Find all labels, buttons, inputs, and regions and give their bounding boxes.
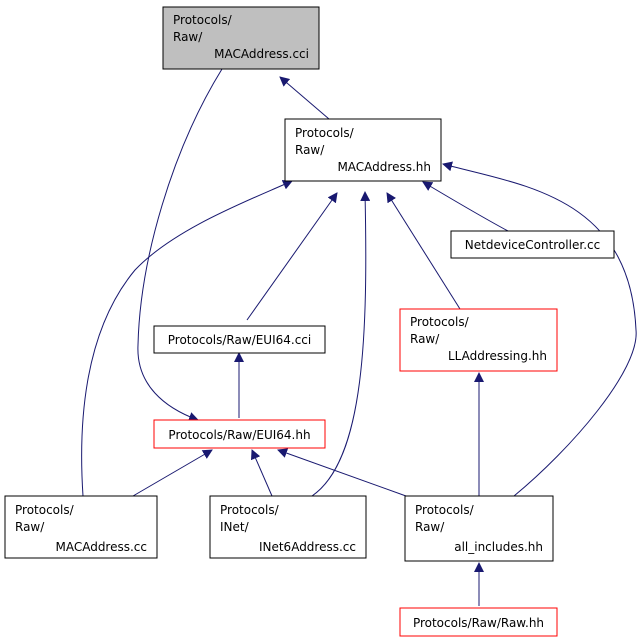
edge-lladdr-to-mac-hh [386, 192, 461, 310]
node-label-line: Protocols/Raw/EUI64.hh [168, 428, 310, 442]
edges [81, 68, 637, 606]
node-label-line: MACAddress.cc [55, 540, 147, 554]
node-inet6-address[interactable]: Protocols/ INet/ INet6Address.cc [209, 495, 367, 559]
node-label-line: LLAddressing.hh [448, 349, 547, 363]
node-label-line: all_includes.hh [454, 540, 543, 554]
node-mac-hh[interactable]: Protocols/ Raw/ MACAddress.hh [284, 118, 442, 182]
node-netdevice-controller[interactable]: NetdeviceController.cc [450, 230, 615, 259]
edge-all-includes-to-mac-hh [442, 161, 637, 497]
edge-mac-cc-to-mac-hh [81, 180, 293, 497]
edge-mac-hh-to-mac-cci [279, 76, 330, 120]
node-box [399, 308, 558, 372]
node-box [404, 495, 554, 562]
node-label-line: Protocols/ [410, 315, 470, 329]
node-eui64-cci[interactable]: Protocols/Raw/EUI64.cci [153, 325, 326, 354]
node-box [4, 495, 158, 559]
edge-eui64-cci-to-mac-hh [246, 192, 338, 321]
node-eui64-hh[interactable]: Protocols/Raw/EUI64.hh [153, 419, 326, 449]
node-box [450, 230, 615, 259]
node-label-line: INet6Address.cc [259, 540, 356, 554]
edge-inet6-to-mac-hh [311, 191, 371, 497]
node-label-line: Raw/ [173, 30, 203, 44]
node-box [284, 118, 442, 182]
node-ll-addressing[interactable]: Protocols/ Raw/ LLAddressing.hh [399, 308, 558, 372]
edge-eui64-hh-to-mac-cci [137, 68, 223, 422]
node-raw-hh[interactable]: Protocols/Raw/Raw.hh [399, 607, 558, 637]
node-label-line: Protocols/ [15, 503, 75, 517]
node-box [162, 6, 320, 70]
node-mac-cci[interactable]: Protocols/ Raw/ MACAddress.cci [162, 6, 320, 70]
node-label-line: Raw/ [15, 520, 45, 534]
node-label-line: Raw/ [415, 520, 445, 534]
edge-netdevice-to-mac-hh [422, 181, 509, 232]
node-all-includes[interactable]: Protocols/ Raw/ all_includes.hh [404, 495, 554, 562]
node-label-line: INet/ [220, 520, 250, 534]
node-label-line: Protocols/Raw/Raw.hh [413, 616, 544, 630]
node-label-line: NetdeviceController.cc [465, 238, 600, 252]
node-label-line: Protocols/ [173, 13, 233, 27]
node-box [399, 607, 558, 637]
node-label-line: Protocols/Raw/EUI64.cci [168, 333, 311, 347]
edge-inet6-to-eui64-hh [251, 449, 273, 497]
node-label-line: Raw/ [410, 332, 440, 346]
node-label-line: Raw/ [295, 143, 325, 157]
node-label-line: Protocols/ [220, 503, 280, 517]
node-mac-cc[interactable]: Protocols/ Raw/ MACAddress.cc [4, 495, 158, 559]
edge-mac-cc-to-eui64-hh [132, 449, 213, 497]
edge-all-includes-to-eui64-hh [277, 448, 407, 497]
node-box [153, 419, 326, 449]
node-label-line: Protocols/ [295, 126, 355, 140]
node-label-line: MACAddress.hh [337, 160, 431, 174]
node-box [209, 495, 367, 559]
node-box [153, 325, 326, 354]
node-label-line: MACAddress.cci [214, 47, 309, 61]
node-label-line: Protocols/ [415, 503, 475, 517]
